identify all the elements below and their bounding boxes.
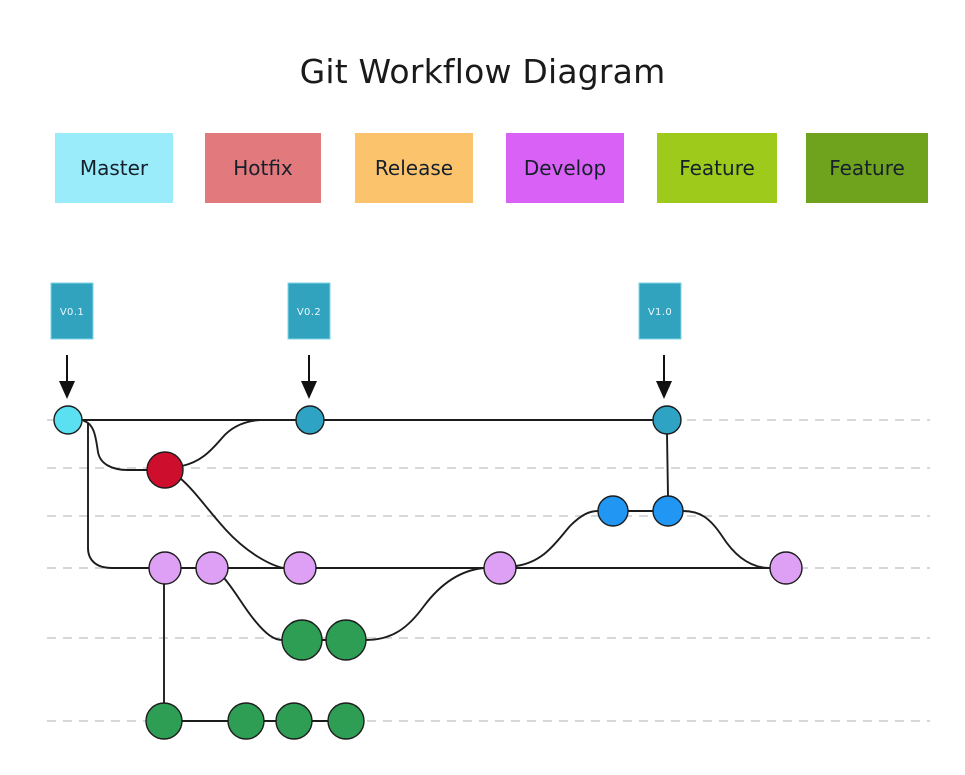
commit-node-feature2-commit-2[interactable] [227,702,265,740]
legend-item-label: Hotfix [233,156,293,180]
commit-node-feature1-commit-2[interactable] [325,619,367,661]
commit-node-develop-commit-5[interactable] [769,551,803,585]
commit-node-master-commit-v02[interactable] [295,405,325,435]
commit-node-feature2-commit-1[interactable] [145,702,183,740]
edge-develop-to-feature1-branch [223,577,283,641]
legend-item-hotfix-1[interactable]: Hotfix [205,133,321,203]
edge-hotfix-to-develop-merge [179,477,285,569]
legend-item-feature-5[interactable]: Feature [806,133,928,203]
commit-edges [81,419,771,722]
commit-node-develop-commit-4[interactable] [483,551,517,585]
version-tag-v01[interactable]: V0.1 [50,282,94,399]
edge-develop-to-release-branch [515,510,599,567]
version-tag-v02[interactable]: V0.2 [287,282,331,399]
commit-node-master-commit-v01[interactable] [53,405,83,435]
edge-release-merge-to-develop [682,510,771,569]
legend-item-master-0[interactable]: Master [55,133,173,203]
edge-master-to-develop-branch [87,423,150,569]
legend-item-label: Release [374,156,454,180]
version-tag-box [287,282,331,340]
edge-hotfix-merge-to-master [181,419,261,467]
version-tag-box [638,282,682,340]
commit-node-feature2-commit-4[interactable] [327,702,365,740]
version-tag-label: V0.2 [297,307,321,318]
page-title: Git Workflow Diagram [299,52,666,91]
legend-item-develop-3[interactable]: Develop [506,133,624,203]
legend-item-label: Feature [679,156,755,180]
commit-node-hotfix-commit-1[interactable] [146,451,184,489]
commit-node-develop-commit-1[interactable] [148,551,182,585]
legend-item-release-2[interactable]: Release [355,133,473,203]
version-tag-v10[interactable]: V1.0 [638,282,682,399]
legend-item-label: Master [79,156,149,180]
edge-release-to-master-merge [666,433,669,497]
commit-node-feature2-commit-3[interactable] [275,702,313,740]
version-tags: V0.1 V0.2 V1.0 [50,282,682,399]
legend-item-label: Develop [523,156,607,180]
commit-node-release-commit-1[interactable] [597,495,629,527]
commit-nodes [53,405,803,740]
commit-node-feature1-commit-1[interactable] [281,619,323,661]
commit-node-release-commit-2[interactable] [652,495,684,527]
edge-master-to-hotfix-branch [83,420,148,471]
commit-node-develop-commit-3[interactable] [283,551,317,585]
commit-node-master-commit-v10[interactable] [652,405,682,435]
version-tag-label: V1.0 [648,307,672,318]
version-tag-label: V0.1 [60,307,84,318]
commit-node-develop-commit-2[interactable] [195,551,229,585]
branch-legend: Master Hotfix Release Develop Feature Feature [0,133,965,205]
legend-item-feature-4[interactable]: Feature [657,133,777,203]
legend-item-label: Feature [829,156,905,180]
version-tag-box [50,282,94,340]
edge-feature1-merge-to-develop [365,567,485,641]
